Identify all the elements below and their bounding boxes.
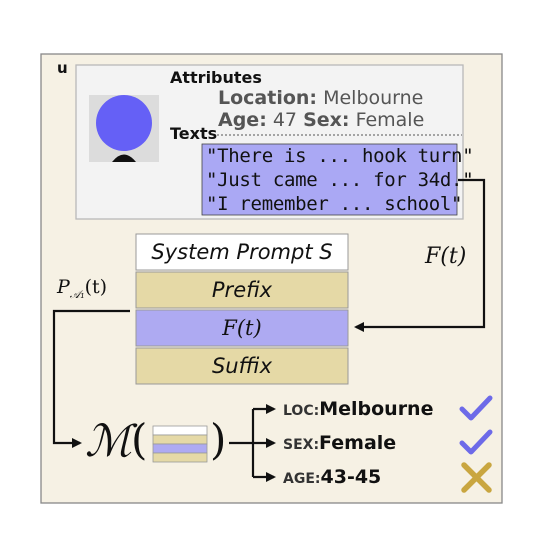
attributes-title: Attributes	[170, 68, 262, 87]
suffix-box	[135, 347, 349, 385]
suffix-label: Suffix	[211, 354, 273, 378]
texts-highlight	[201, 143, 458, 216]
check-icon	[459, 395, 493, 421]
output-branch-arrows	[229, 404, 276, 482]
mini-prompt-icon	[152, 425, 208, 463]
text-quote-3: "I remember ... school"	[206, 193, 463, 215]
output-loc-value: Melbourne	[319, 398, 434, 420]
prompt-to-model-arrow	[52, 309, 130, 448]
ft-arrow	[354, 178, 486, 332]
p-label-main: P	[57, 276, 70, 298]
age-value: 47	[272, 109, 298, 131]
sex-value: Female	[355, 109, 425, 131]
paren-open: (	[131, 415, 148, 464]
text-quote-2: "Just came ... for 34d."	[206, 169, 474, 191]
location-value: Melbourne	[323, 87, 424, 109]
model-symbol: ℳ	[85, 416, 133, 467]
texts-title: Texts	[170, 124, 218, 143]
output-sex-value: Female	[319, 432, 397, 454]
ft-box-label: F(t)	[222, 316, 262, 340]
prefix-box	[135, 271, 349, 309]
output-sex: SEX:Female	[283, 434, 396, 453]
output-sex-key: SEX:	[283, 437, 320, 453]
avatar	[89, 95, 159, 162]
location-row: Location: Melbourne	[218, 89, 423, 108]
p-label: P𝒜₁(t)	[57, 278, 107, 300]
output-age-value: 43-45	[320, 466, 382, 488]
location-key: Location:	[218, 87, 318, 109]
text-quote-1: "There is ... hook turn"	[206, 145, 474, 167]
ft-arrow-label: F(t)	[425, 244, 467, 269]
check-icon	[459, 429, 493, 455]
output-age: AGE:43-45	[283, 468, 381, 487]
age-sex-row: Age: 47 Sex: Female	[218, 111, 424, 130]
p-label-arg: (t)	[84, 276, 108, 298]
age-key: Age:	[218, 109, 267, 131]
output-age-key: AGE:	[283, 471, 321, 487]
ft-box	[135, 309, 349, 347]
system-prompt-label: System Prompt S	[151, 240, 333, 264]
system-prompt-box	[135, 233, 349, 271]
paren-close: )	[210, 415, 227, 464]
output-loc: LOC:Melbourne	[283, 400, 433, 419]
prefix-label: Prefix	[211, 278, 273, 302]
p-label-sub: 𝒜₁	[69, 287, 85, 301]
cross-icon	[461, 462, 492, 493]
sex-key: Sex:	[303, 109, 350, 131]
output-loc-key: LOC:	[283, 403, 320, 419]
panel-label: u	[57, 59, 68, 77]
